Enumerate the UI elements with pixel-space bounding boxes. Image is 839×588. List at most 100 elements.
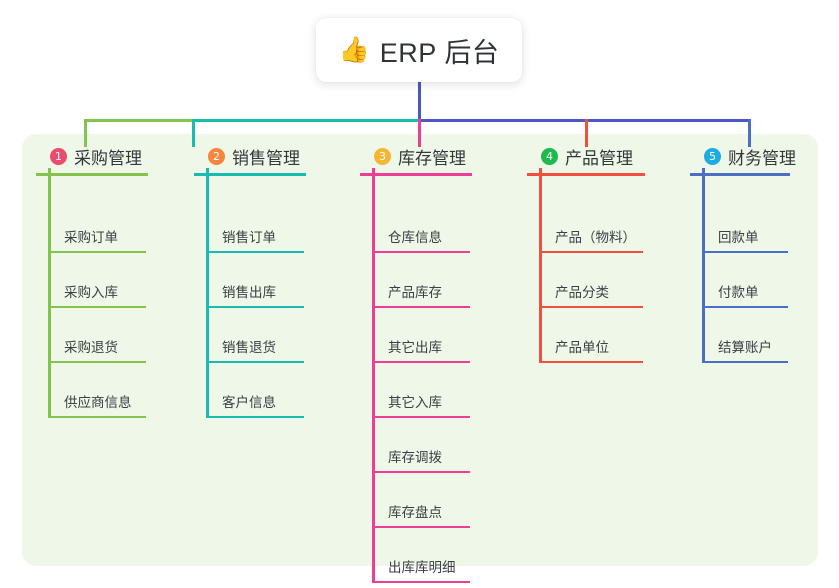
connector-bus-segment-1 <box>84 119 192 122</box>
branch-item-label: 客户信息 <box>222 395 276 410</box>
branch-item-label: 产品分类 <box>555 285 609 300</box>
branch-item-underline <box>372 361 470 363</box>
branch-items: 采购订单采购入库采购退货供应商信息 <box>36 168 148 419</box>
branch-item-underline <box>702 306 788 308</box>
branch-spine <box>48 168 51 417</box>
branch-number-badge: 1 <box>50 147 67 165</box>
branch-item[interactable]: 产品（物料） <box>527 228 645 253</box>
branch-item-underline <box>48 416 146 418</box>
root-node[interactable]: 👍 ERP 后台 <box>316 18 522 82</box>
connector-drop-4 <box>585 119 588 147</box>
branch-item-label: 出库库明细 <box>388 560 456 575</box>
branch-title: 采购管理 <box>74 148 142 168</box>
branch-underline <box>194 173 306 176</box>
branch-item[interactable]: 客户信息 <box>194 393 306 418</box>
branch-item[interactable]: 销售退货 <box>194 338 306 363</box>
branch-item-label: 其它出库 <box>388 340 442 355</box>
branch-item-label: 结算账户 <box>718 340 772 355</box>
branch-item[interactable]: 产品单位 <box>527 338 645 363</box>
connector-root-stem <box>418 82 421 122</box>
branch-number-badge: 4 <box>541 147 558 165</box>
branch-item[interactable]: 回款单 <box>690 228 790 253</box>
branch-item-underline <box>702 251 788 253</box>
branch-item-label: 产品库存 <box>388 285 442 300</box>
branch-spine <box>539 168 542 362</box>
branch-title: 销售管理 <box>232 148 300 168</box>
diagram-panel <box>22 134 818 566</box>
branch-item[interactable]: 采购退货 <box>36 338 148 363</box>
branch-column-5: 5 财务管理回款单付款单结算账户 <box>690 144 796 364</box>
branch-item[interactable]: 出库库明细 <box>360 558 472 583</box>
branch-item[interactable]: 销售出库 <box>194 283 306 308</box>
branch-items: 销售订单销售出库销售退货客户信息 <box>194 168 306 419</box>
branch-item-underline <box>206 306 304 308</box>
branch-title: 财务管理 <box>728 148 796 168</box>
branch-item-label: 采购退货 <box>64 340 118 355</box>
branch-item[interactable]: 供应商信息 <box>36 393 148 418</box>
thumbs-up-icon: 👍 <box>338 35 370 64</box>
branch-item[interactable]: 产品库存 <box>360 283 472 308</box>
branch-column-1: 1 采购管理采购订单采购入库采购退货供应商信息 <box>36 144 148 419</box>
connector-drop-2 <box>192 119 195 147</box>
branch-item-underline <box>702 361 788 363</box>
branch-item-underline <box>372 251 470 253</box>
branch-item[interactable]: 产品分类 <box>527 283 645 308</box>
branch-item[interactable]: 库存调拨 <box>360 448 472 473</box>
branch-spine <box>206 168 209 417</box>
branch-item-underline <box>48 361 146 363</box>
branch-header-1[interactable]: 1 采购管理 <box>36 144 148 168</box>
connector-bus-segment-3 <box>418 119 748 122</box>
branch-item[interactable]: 采购订单 <box>36 228 148 253</box>
connector-bus-segment-2 <box>192 119 418 122</box>
branch-item-label: 产品（物料） <box>555 230 636 245</box>
branch-item-label: 库存调拨 <box>388 450 442 465</box>
branch-item-underline <box>48 306 146 308</box>
branch-item[interactable]: 采购入库 <box>36 283 148 308</box>
branch-item-label: 供应商信息 <box>64 395 132 410</box>
branch-underline <box>36 173 148 176</box>
branch-item[interactable]: 付款单 <box>690 283 790 308</box>
branch-item-underline <box>539 306 643 308</box>
branch-underline <box>690 173 790 176</box>
branch-item-label: 产品单位 <box>555 340 609 355</box>
branch-item[interactable]: 仓库信息 <box>360 228 472 253</box>
connector-drop-3 <box>418 119 421 147</box>
branch-item[interactable]: 销售订单 <box>194 228 306 253</box>
branch-item-label: 付款单 <box>718 285 759 300</box>
branch-item-underline <box>206 251 304 253</box>
branch-item[interactable]: 库存盘点 <box>360 503 472 528</box>
branch-item-label: 其它入库 <box>388 395 442 410</box>
branch-item-underline <box>206 416 304 418</box>
branch-item-underline <box>539 361 643 363</box>
connector-drop-1 <box>84 119 87 147</box>
branch-item-underline <box>539 251 643 253</box>
branch-item-label: 回款单 <box>718 230 759 245</box>
branch-item-label: 采购入库 <box>64 285 118 300</box>
branch-item-label: 销售退货 <box>222 340 276 355</box>
branch-number-badge: 5 <box>704 147 721 165</box>
connector-drop-5 <box>748 119 751 147</box>
branch-underline <box>527 173 645 176</box>
branch-spine <box>372 168 375 582</box>
branch-item[interactable]: 其它入库 <box>360 393 472 418</box>
branch-item-label: 库存盘点 <box>388 505 442 520</box>
branch-header-5[interactable]: 5 财务管理 <box>690 144 796 168</box>
branch-spine <box>702 168 705 362</box>
branch-items: 产品（物料） 产品分类产品单位 <box>527 168 645 364</box>
branch-item-underline <box>372 306 470 308</box>
branch-item-label: 采购订单 <box>64 230 118 245</box>
branch-number-badge: 3 <box>374 147 391 165</box>
branch-items: 回款单付款单结算账户 <box>690 168 790 364</box>
branch-item-underline <box>372 581 470 583</box>
branch-item[interactable]: 其它出库 <box>360 338 472 363</box>
branch-item-underline <box>372 416 470 418</box>
branch-item-underline <box>372 471 470 473</box>
branch-item[interactable]: 结算账户 <box>690 338 790 363</box>
